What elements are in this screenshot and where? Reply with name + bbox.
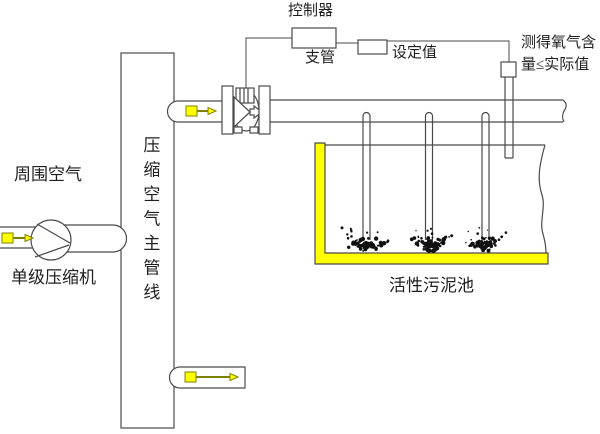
setpoint-label: 设定值 xyxy=(392,45,438,61)
main-air-pipe-band xyxy=(120,52,175,429)
flow-direction-arrow-icon xyxy=(249,104,263,120)
controller-label: 控制器 xyxy=(288,3,334,19)
diffuser-pipe-1 xyxy=(362,111,371,240)
diffuser-pipe-3 xyxy=(481,111,490,240)
ambient-air-label: 周围空气 xyxy=(14,165,82,184)
valve-plug-cone xyxy=(233,95,251,129)
valve-flange-right xyxy=(258,85,271,135)
pipe-end-cap xyxy=(561,99,567,123)
control-valve xyxy=(221,85,271,135)
bubble-cluster xyxy=(340,226,390,252)
valve-foot xyxy=(249,126,259,134)
pipe-junction-cap-outlet xyxy=(112,224,128,253)
aeration-tank-walls xyxy=(314,142,549,265)
oxygen-sensor-box xyxy=(500,61,517,78)
control-signal-lines xyxy=(245,37,510,88)
compressor-label: 单级压缩机 xyxy=(11,268,96,287)
controller-box xyxy=(291,27,337,49)
compressor-icon xyxy=(30,219,72,261)
flow-arrow-upper-branch-icon xyxy=(185,105,218,117)
branch-pipe-upper xyxy=(166,99,567,123)
branch-pipe-lower xyxy=(168,366,246,389)
setpoint-box xyxy=(357,39,388,55)
diffuser-pipe-2 xyxy=(424,111,434,240)
oxygen-probe xyxy=(504,77,514,159)
flow-arrow-lower-branch-icon xyxy=(184,371,240,383)
valve-flange-left xyxy=(221,85,234,135)
sensor-note-label: 测得氧气含 量≤实际值 xyxy=(521,35,597,73)
bubble-cluster xyxy=(465,226,508,253)
flow-arrow-inlet-icon xyxy=(1,232,35,244)
valve-foot xyxy=(233,126,243,134)
tank-break-edge xyxy=(538,144,547,254)
bubble-cluster xyxy=(409,227,454,254)
pipe-junction-cap-upper xyxy=(166,100,179,123)
tank-label: 活性污泥池 xyxy=(389,276,474,295)
branch-pipe-label: 支管 xyxy=(305,50,336,66)
main-line-label: 压缩空气主管线 xyxy=(140,136,160,308)
suction-pipe xyxy=(0,226,36,249)
compressor-outlet-pipe xyxy=(64,224,113,253)
pipe-junction-cap-lower xyxy=(168,366,181,389)
